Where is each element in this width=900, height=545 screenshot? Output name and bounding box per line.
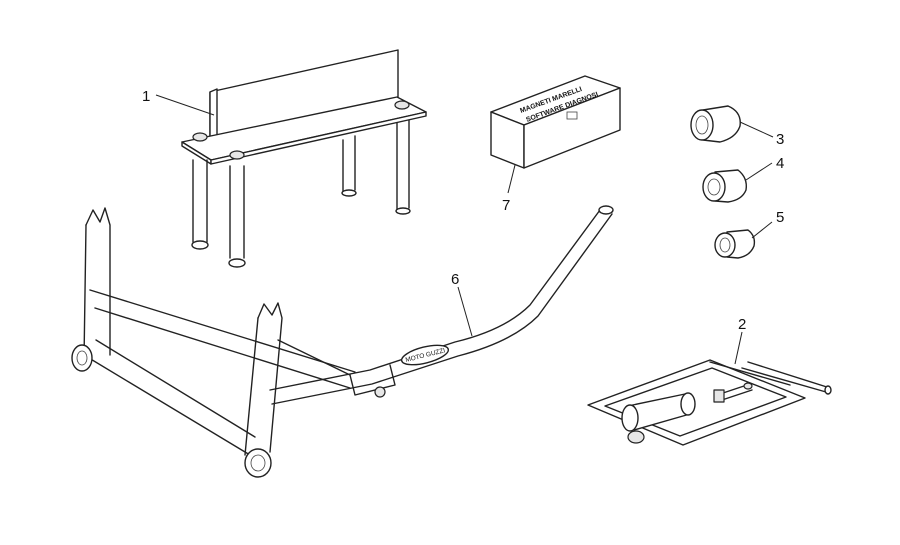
- part-2-frame-tool: [587, 359, 832, 446]
- callout-5: 5: [751, 209, 784, 239]
- callout-1: 1: [142, 88, 215, 116]
- part-3-socket: [690, 105, 741, 143]
- part-7-diagnostic-box: MAGNETI MARELLI SOFTWARE DIAGNOSI: [490, 75, 621, 169]
- callout-7: 7: [502, 164, 516, 214]
- callout-label-1: 1: [142, 88, 150, 105]
- part-6-center-stand: MOTO GUZZI: [71, 205, 614, 478]
- callout-3: 3: [739, 121, 784, 148]
- part-4-socket: [702, 169, 748, 203]
- part-1-support-bench: [181, 49, 427, 268]
- callout-4: 4: [745, 155, 784, 181]
- callout-label-3: 3: [776, 131, 784, 148]
- callout-2: 2: [734, 316, 746, 365]
- callout-label-7: 7: [502, 197, 510, 214]
- part-5-socket: [714, 229, 756, 259]
- callout-label-6: 6: [451, 271, 459, 288]
- callout-label-2: 2: [738, 316, 746, 333]
- callout-6: 6: [451, 271, 473, 337]
- callout-label-4: 4: [776, 155, 784, 172]
- callout-label-5: 5: [776, 209, 784, 226]
